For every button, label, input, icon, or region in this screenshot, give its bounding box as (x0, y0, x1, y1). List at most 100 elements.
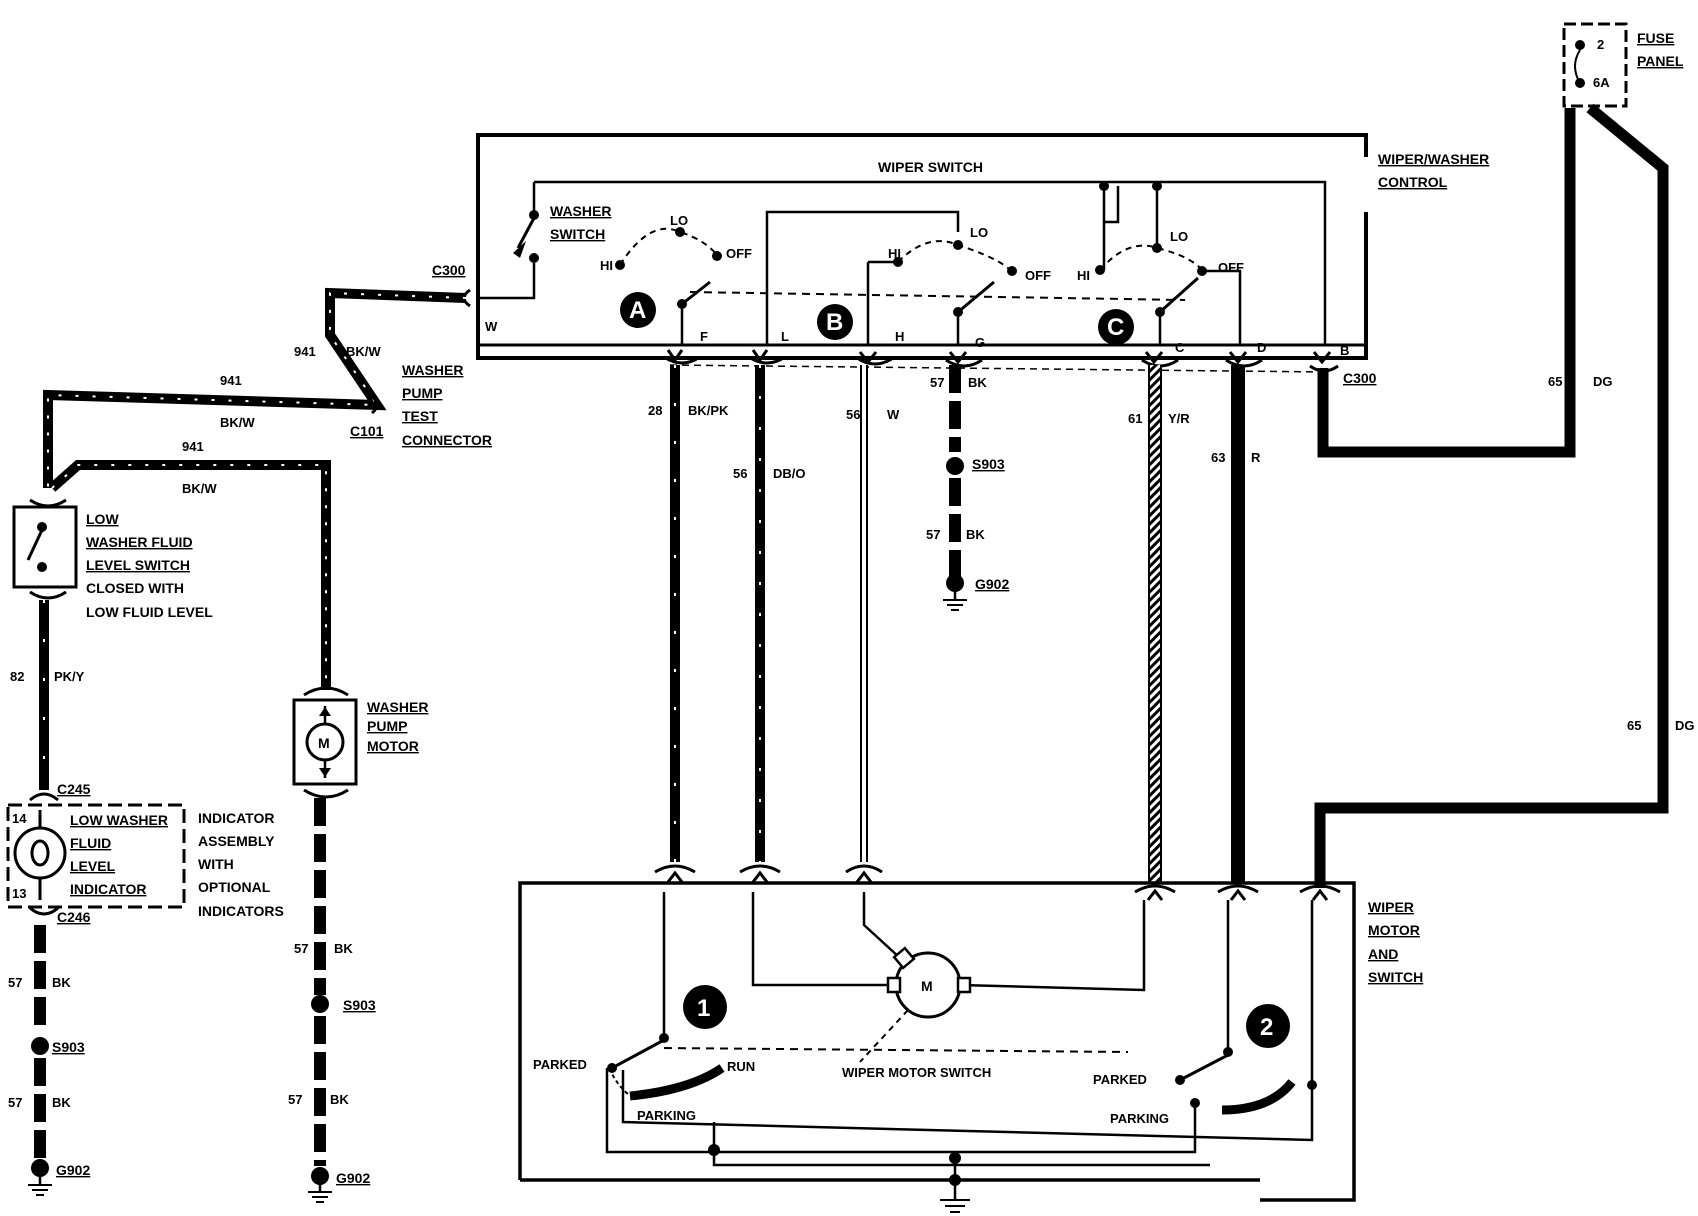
pin-13: 13 (12, 886, 26, 901)
wire-61-num: 61 (1128, 411, 1142, 426)
low-fluid-switch-label-5: LOW FLUID LEVEL (86, 604, 213, 620)
splice-s903-center: S903 (972, 456, 1005, 472)
control-label-1: WIPER/WASHER (1378, 151, 1489, 167)
b-off: OFF (1025, 268, 1051, 283)
low-fluid-switch-label-3: LEVEL SWITCH (86, 557, 190, 573)
wire-28-color: BK/PK (688, 403, 729, 418)
fuse-panel-label-2: PANEL (1637, 53, 1684, 69)
washer-switch-label-1: WASHER (550, 203, 611, 219)
wire-56b-num: 56 (846, 407, 860, 422)
low-fluid-switch-label-1: LOW (86, 511, 119, 527)
wire-61: 61 Y/R (1128, 365, 1190, 882)
parked-label-2: PARKED (1093, 1072, 1147, 1087)
wire-63-num: 63 (1211, 450, 1225, 465)
wire-p57a-color: BK (334, 941, 353, 956)
wire-65-color-a: DG (1593, 374, 1613, 389)
washer-switch-label-2: SWITCH (550, 226, 605, 242)
badge-2-text: 2 (1260, 1014, 1273, 1041)
wire-63-color: R (1251, 450, 1261, 465)
wire-56a-num: 56 (733, 466, 747, 481)
terminal-b: B (1340, 343, 1349, 358)
fuse-number: 2 (1597, 37, 1604, 52)
connector-c300-right: C300 (1343, 370, 1377, 386)
indicator-label-2: FLUID (70, 835, 111, 851)
c-lo: LO (1170, 229, 1188, 244)
wire-56-w: 56 W (846, 365, 900, 862)
wiper-motor-label-1: WIPER (1368, 899, 1414, 915)
wire-941c-color: BK/W (182, 481, 217, 496)
wire-82-num: 82 (10, 669, 24, 684)
wire-28-num: 28 (648, 403, 662, 418)
terminal-w: W (485, 319, 498, 334)
pump-motor-m: M (318, 735, 330, 751)
wire-p57b-color: BK (330, 1092, 349, 1107)
wire-82-color: PK/Y (54, 669, 85, 684)
wire-57a-num: 57 (930, 375, 944, 390)
wiper-switch-title: WIPER SWITCH (878, 159, 983, 175)
indicator-right-3: WITH (198, 856, 234, 872)
test-connector-label-4: CONNECTOR (402, 432, 492, 448)
switch-section-c: HI LO OFF C (1077, 181, 1244, 345)
indicator-assembly: C245 14 13 LOW WASHER FLUID LEVEL INDICA… (6, 781, 284, 925)
switch-section-a: HI LO OFF A (600, 210, 960, 345)
b-lo: LO (970, 225, 988, 240)
connector-c300-left: C300 (432, 262, 466, 278)
motor-ground-node (949, 1152, 961, 1164)
b-hi: HI (888, 246, 901, 261)
connector-c246: C246 (57, 909, 91, 925)
wiper-switch-box: WIPER SWITCH WIPER/WASHER CONTROL (476, 133, 1489, 360)
badge-b (817, 304, 853, 340)
parking-label-2: PARKING (1110, 1111, 1169, 1126)
terminal-d: D (1257, 340, 1266, 355)
ground-g902-pump: G902 (336, 1170, 370, 1186)
wire-941b-num: 941 (220, 373, 242, 388)
parked-label-1: PARKED (533, 1057, 587, 1072)
wire-57-left: 57 BK S903 57 BK G902 (8, 925, 90, 1196)
wire-56-dbo: 56 DB/O (733, 365, 806, 862)
motor-switch-1: 1 PARKED RUN PARKING (533, 985, 1129, 1123)
wire-82: 82 PK/Y (10, 600, 85, 790)
wire-57-pump: 57 BK S903 57 BK G902 (288, 798, 376, 1203)
a-hi: HI (600, 258, 613, 273)
a-lo: LO (670, 213, 688, 228)
wire-941a-num: 941 (294, 344, 316, 359)
control-label-2: CONTROL (1378, 174, 1448, 190)
wire-56a-color: DB/O (773, 466, 806, 481)
wire-l57a-num: 57 (8, 975, 22, 990)
terminal-g: G (975, 335, 985, 350)
wiper-motor-label-4: SWITCH (1368, 969, 1423, 985)
run-label-1: RUN (727, 1059, 755, 1074)
pump-motor-label-2: PUMP (367, 718, 407, 734)
wire-l57a-color: BK (52, 975, 71, 990)
wiper-motor-symbol: M WIPER MOTOR SWITCH (842, 946, 991, 1080)
wiper-motor-label-3: AND (1368, 946, 1398, 962)
a-off: OFF (726, 246, 752, 261)
terminal-h: H (895, 329, 904, 344)
c-hi: HI (1077, 268, 1090, 283)
badge-1-text: 1 (697, 995, 710, 1022)
low-fluid-switch-label-4: CLOSED WITH (86, 580, 184, 596)
badge-c (1098, 309, 1134, 345)
wire-61-color: Y/R (1168, 411, 1190, 426)
wire-l57b-num: 57 (8, 1095, 22, 1110)
wire-57-center: 57 BK S903 57 BK G902 (926, 365, 1009, 611)
pump-motor-label-1: WASHER (367, 699, 428, 715)
c-off: OFF (1218, 260, 1244, 275)
low-fluid-switch-label-2: WASHER FLUID (86, 534, 193, 550)
wire-941a-color: BK/W (346, 344, 381, 359)
indicator-right-4: OPTIONAL (198, 879, 271, 895)
fuse-panel-label-1: FUSE (1637, 30, 1674, 46)
wire-65-num-a: 65 (1548, 374, 1562, 389)
wire-65-dg: 65 DG 65 DG (1314, 103, 1695, 888)
indicator-label-3: LEVEL (70, 858, 116, 874)
wire-p57b-num: 57 (288, 1092, 302, 1107)
wiper-motor-m: M (921, 978, 933, 994)
motor-node-left (708, 1144, 720, 1156)
switch-connectors (663, 349, 1339, 373)
test-connector-label-2: PUMP (402, 385, 442, 401)
terminal-c: C (1175, 340, 1185, 355)
wire-p57a-num: 57 (294, 941, 308, 956)
washer-switch: WASHER SWITCH C300 W (432, 182, 611, 334)
splice-s903-pump: S903 (343, 997, 376, 1013)
